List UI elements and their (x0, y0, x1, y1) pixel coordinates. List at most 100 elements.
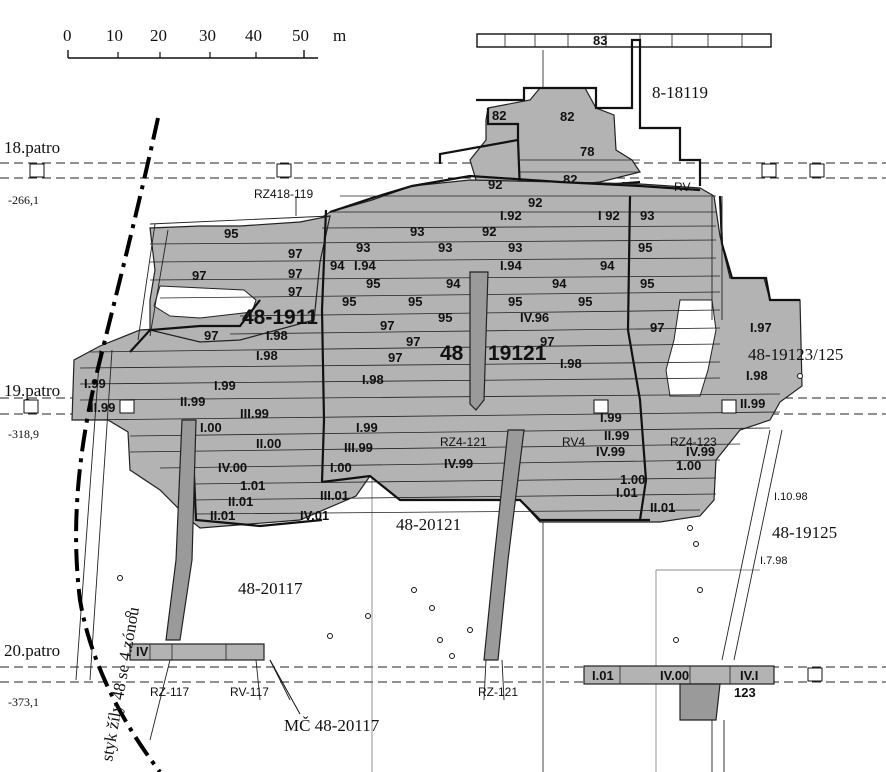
bottom-drifts (129, 643, 775, 772)
slice-lines (79, 195, 781, 515)
svg-text:II.01: II.01 (210, 508, 235, 523)
svg-text:I.00: I.00 (200, 420, 222, 435)
raise-label-rz-117: RZ-117 (150, 685, 189, 699)
level-markers (23, 163, 825, 682)
level-19-name: 19.patro (4, 381, 60, 400)
svg-text:IV.01: IV.01 (300, 508, 329, 523)
scale-tick-40: 40 (245, 26, 262, 45)
svg-text:II.99: II.99 (740, 396, 765, 411)
upper-stope: 82 82 78 82 83 (438, 38, 702, 194)
svg-text:93: 93 (640, 208, 654, 223)
svg-text:97: 97 (192, 268, 206, 283)
svg-text:I.99: I.99 (356, 420, 378, 435)
svg-text:III.99: III.99 (240, 406, 269, 421)
svg-text:95: 95 (508, 294, 522, 309)
svg-text:94: 94 (600, 258, 615, 273)
svg-text:1.00: 1.00 (676, 458, 701, 473)
svg-text:95: 95 (638, 240, 652, 255)
svg-text:IV.I: IV.I (740, 668, 758, 683)
scale-bar: 0 10 20 30 40 50 m (63, 26, 346, 59)
svg-text:I.99: I.99 (600, 410, 622, 425)
svg-text:I.92: I.92 (500, 208, 522, 223)
svg-text:I.94: I.94 (500, 258, 522, 273)
svg-text:94: 94 (446, 276, 461, 291)
scale-tick-0: 0 (63, 26, 72, 45)
level-19-elevation: -318,9 (8, 427, 39, 441)
raise-label-rz-121: RZ-121 (478, 685, 518, 699)
level-20-name: 20.patro (4, 641, 60, 660)
svg-text:IV.00: IV.00 (660, 668, 689, 683)
svg-text:II.99: II.99 (604, 428, 629, 443)
block-label-mc-48-20117: MČ 48-20117 (284, 716, 380, 735)
overlay-label-48: 48 (440, 342, 464, 365)
raise-label-rv4: RV4 (562, 435, 585, 449)
raise-label-rv: RV (674, 180, 690, 194)
svg-text:II.00: II.00 (256, 436, 281, 451)
svg-text:I.98: I.98 (266, 328, 288, 343)
svg-text:92: 92 (528, 195, 542, 210)
vein-contact-line (74, 117, 162, 772)
svg-text:78: 78 (580, 144, 594, 159)
svg-text:95: 95 (224, 226, 238, 241)
block-label-8-18119: 8-18119 (652, 83, 708, 102)
svg-text:97: 97 (288, 246, 302, 261)
svg-text:95: 95 (366, 276, 380, 291)
level-labels: 18.patro -266,1 19.patro -318,9 20.patro… (4, 138, 60, 709)
svg-text:II.01: II.01 (650, 500, 675, 515)
svg-text:93: 93 (410, 224, 424, 239)
svg-text:I.10.98: I.10.98 (774, 491, 808, 503)
svg-text:93: 93 (438, 240, 452, 255)
boundary-thin (137, 196, 331, 341)
block-label-48-19125: 48-19125 (772, 523, 837, 542)
svg-text:95: 95 (578, 294, 592, 309)
svg-text:94: 94 (552, 276, 567, 291)
svg-text:95: 95 (342, 294, 356, 309)
raise-label-rv-117: RV-117 (230, 685, 269, 699)
svg-text:97: 97 (388, 350, 402, 365)
overlay-label-19121: 19121 (488, 342, 547, 365)
scale-tick-20: 20 (150, 26, 167, 45)
svg-text:IV.99: IV.99 (444, 456, 473, 471)
svg-text:IV.00: IV.00 (218, 460, 247, 475)
svg-text:I.00: I.00 (330, 460, 352, 475)
overlay-labels: 48-1911 48 19121 (242, 306, 547, 365)
svg-text:97: 97 (650, 320, 664, 335)
svg-text:I.94: I.94 (354, 258, 376, 273)
svg-text:123: 123 (734, 685, 756, 700)
svg-text:I.98: I.98 (560, 356, 582, 371)
svg-text:94: 94 (330, 258, 345, 273)
svg-text:95: 95 (408, 294, 422, 309)
scale-tick-50: 50 (292, 26, 309, 45)
svg-text:II.99: II.99 (90, 400, 115, 415)
stope-labels: 92 92 I.92 I 92 93 92 93 95 93 93 93 95 … (84, 177, 808, 700)
svg-text:I 92: I 92 (598, 208, 620, 223)
svg-text:92: 92 (488, 177, 502, 192)
svg-text:II.99: II.99 (180, 394, 205, 409)
svg-text:IV.99: IV.99 (596, 444, 625, 459)
svg-text:I.98: I.98 (256, 348, 278, 363)
svg-text:92: 92 (482, 224, 496, 239)
svg-text:I.98: I.98 (362, 372, 384, 387)
svg-text:93: 93 (356, 240, 370, 255)
svg-text:I.99: I.99 (84, 376, 106, 391)
svg-text:IV.96: IV.96 (520, 310, 549, 325)
block-label-48-20117: 48-20117 (238, 579, 303, 598)
svg-text:95: 95 (640, 276, 654, 291)
svg-text:82: 82 (560, 109, 574, 124)
block-labels: 8-18119 48-19123/125 48-19125 48-20121 4… (238, 83, 843, 735)
svg-text:93: 93 (508, 240, 522, 255)
svg-text:83: 83 (593, 33, 607, 48)
level-18-name: 18.patro (4, 138, 60, 157)
svg-text:I.99: I.99 (214, 378, 236, 393)
svg-text:97: 97 (288, 266, 302, 281)
svg-text:1.00: 1.00 (620, 472, 645, 487)
svg-text:I.98: I.98 (746, 368, 768, 383)
level-18-elevation: -266,1 (8, 193, 39, 207)
svg-text:97: 97 (288, 284, 302, 299)
scale-tick-30: 30 (199, 26, 216, 45)
svg-text:I.01: I.01 (592, 668, 614, 683)
raise-label-rz4-123: RZ4-123 (670, 435, 717, 449)
raise-label-rz4-121: RZ4-121 (440, 435, 487, 449)
scale-unit: m (333, 26, 346, 45)
